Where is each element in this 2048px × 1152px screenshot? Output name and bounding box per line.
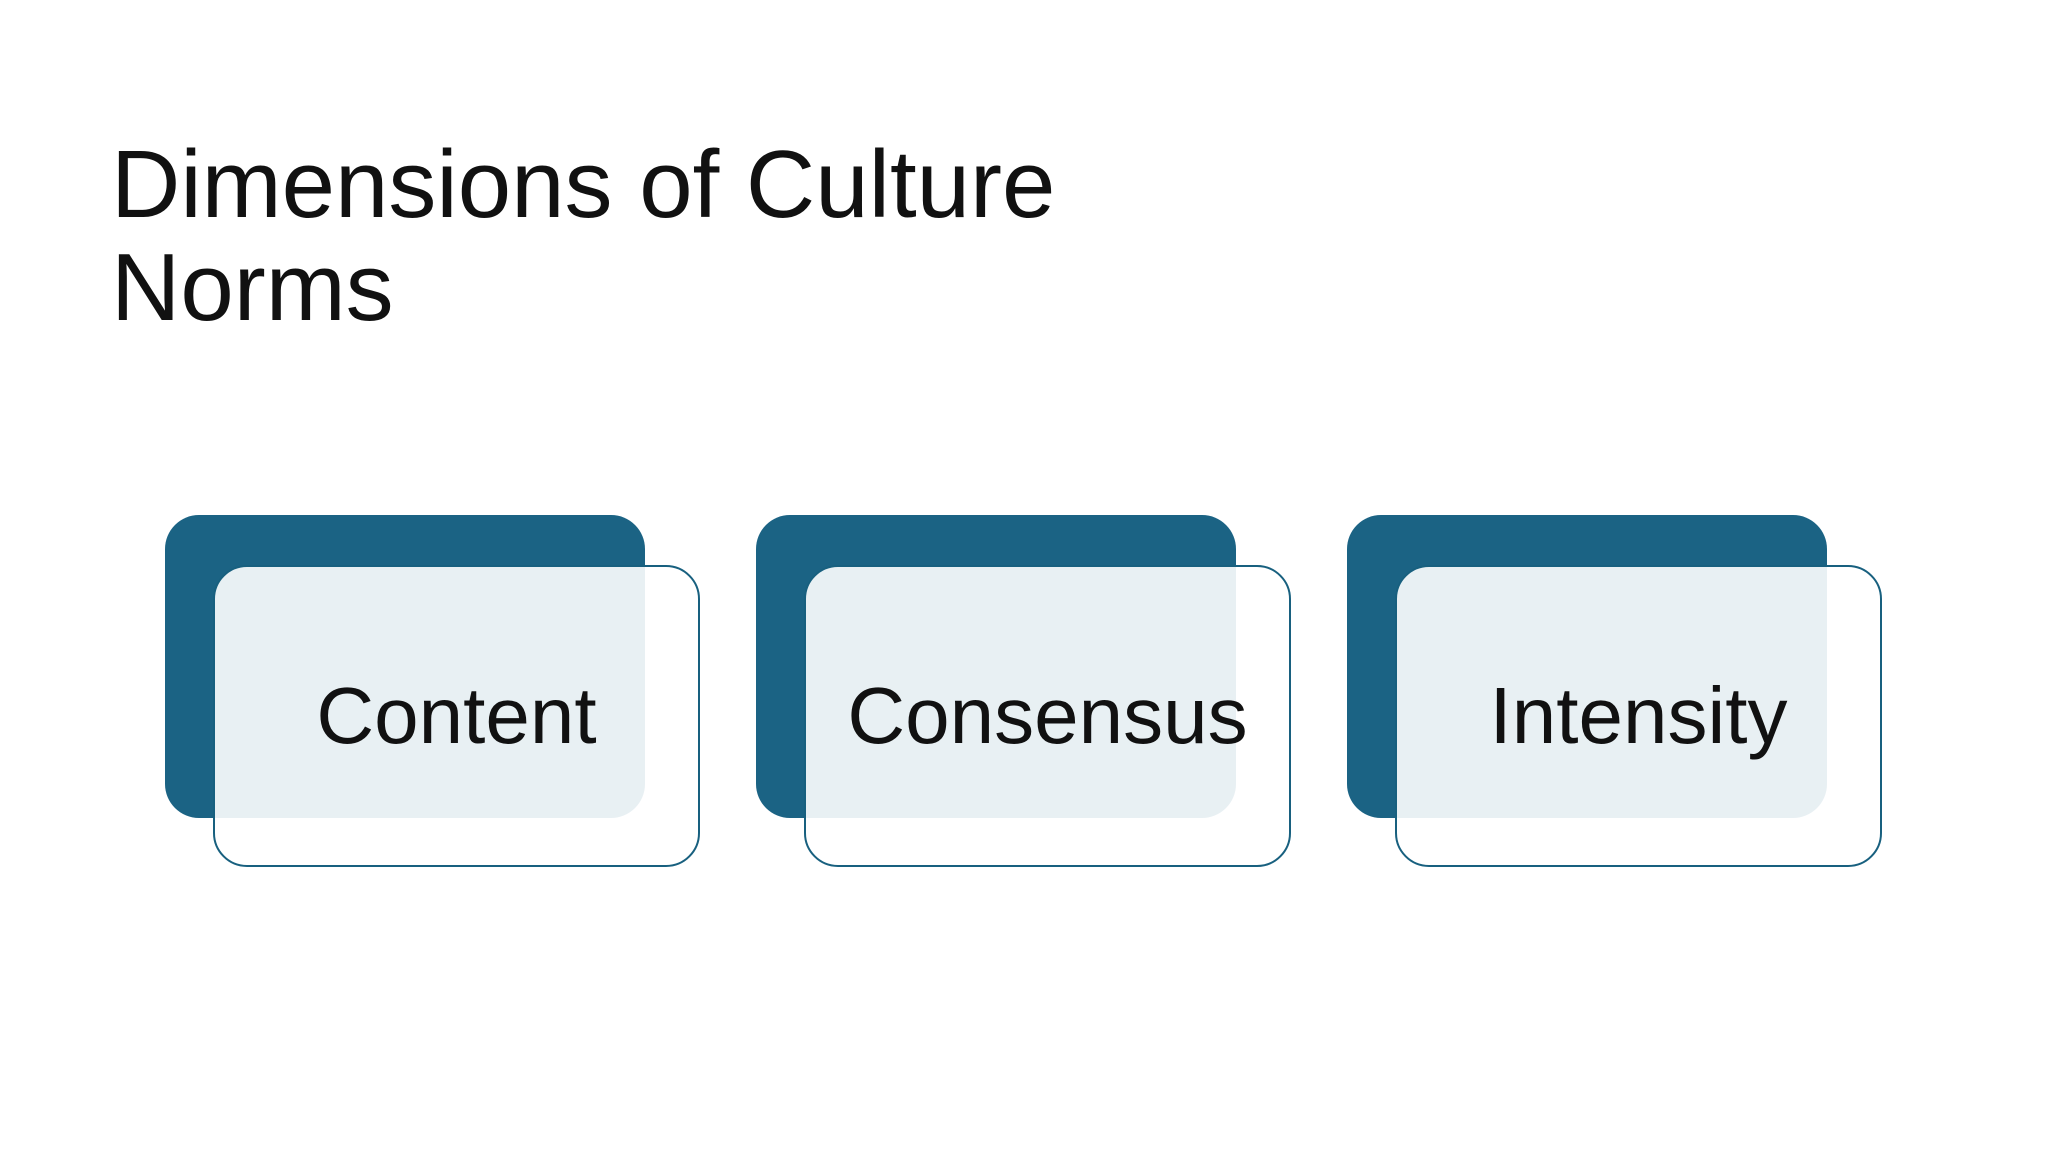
- card-front-panel: Intensity: [1395, 565, 1882, 867]
- card-front-panel: Consensus: [804, 565, 1291, 867]
- dimension-card-intensity: Intensity: [1347, 515, 1882, 871]
- title-line-1: Dimensions of Culture: [111, 131, 1056, 238]
- dimension-card-consensus: Consensus: [756, 515, 1291, 871]
- card-label: Content: [316, 671, 597, 760]
- card-label: Consensus: [847, 671, 1248, 760]
- dimension-card-content: Content: [165, 515, 700, 871]
- card-front-panel: Content: [213, 565, 700, 867]
- page-title: Dimensions of Culture Norms: [111, 133, 1211, 339]
- card-label: Intensity: [1489, 671, 1788, 760]
- title-line-2: Norms: [111, 234, 394, 341]
